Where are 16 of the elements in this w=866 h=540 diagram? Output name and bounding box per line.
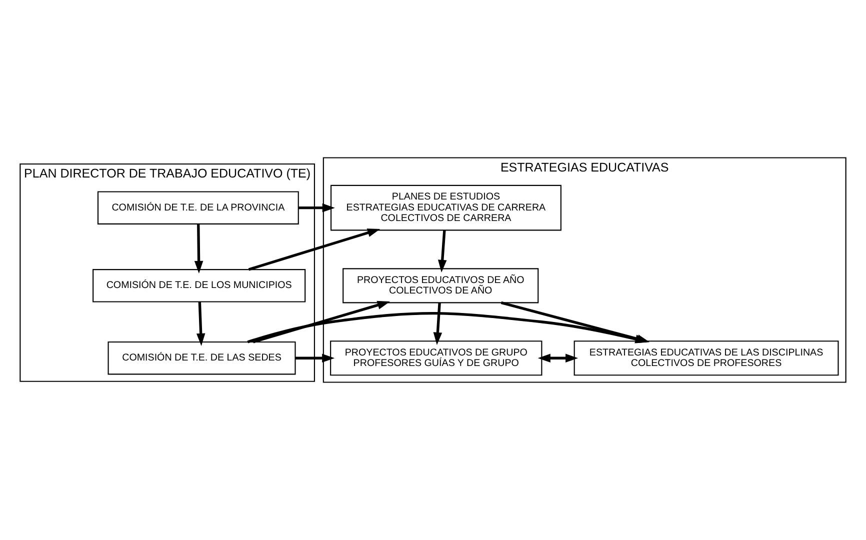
node-box: COMISIÓN DE T.E. DE LOS MUNICIPIOS bbox=[92, 269, 306, 302]
arrow bbox=[194, 224, 204, 274]
arrow bbox=[196, 302, 206, 346]
arrow bbox=[433, 302, 442, 345]
node-box: COMISIÓN DE T.E. DE LAS SEDES bbox=[108, 341, 296, 375]
node-box: PROYECTOS EDUCATIVOS DE AÑO COLECTIVOS DE AÑO bbox=[342, 268, 539, 304]
arrow bbox=[538, 354, 578, 362]
node-box: ESTRATEGIAS EDUCATIVAS DE LAS DISCIPLINAS COLECTIVOS DE PROFESORES bbox=[574, 340, 839, 376]
arrow bbox=[252, 300, 390, 344]
arrow bbox=[248, 228, 380, 271]
arrow bbox=[298, 203, 335, 212]
arrow bbox=[438, 230, 447, 272]
arrow bbox=[295, 354, 335, 362]
node-box: PLANES DE ESTUDIOS ESTRATEGIAS EDUCATIVAS DE CARRERA COLECTIVOS DE CARRERA bbox=[330, 184, 562, 231]
node-box: COMISIÓN DE T.E. DE LA PROVINCIA bbox=[97, 191, 299, 224]
node-box: PROYECTOS EDUCATIVOS DE GRUPO PROFESORES GUÍAS Y DE GRUPO bbox=[330, 340, 542, 376]
